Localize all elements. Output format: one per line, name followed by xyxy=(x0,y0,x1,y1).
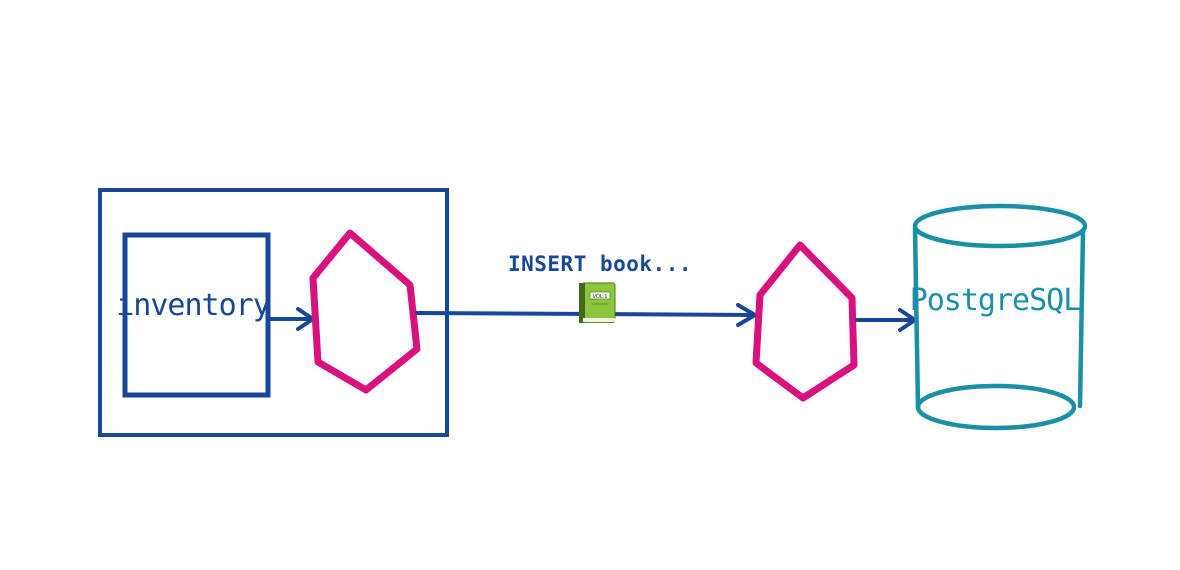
database-label: PostgreSQL xyxy=(910,283,1081,318)
ingress-proxy-hexagon-icon xyxy=(752,241,858,402)
sidecar-proxy-hexagon-icon xyxy=(309,229,421,394)
database-cylinder-icon: PostgreSQL xyxy=(910,203,1088,431)
book-label: VOL.1 xyxy=(593,294,608,300)
arrow-service-to-proxy xyxy=(266,307,315,331)
book-icon: VOL.1 xyxy=(579,282,616,323)
inventory-label: inventory xyxy=(116,288,270,323)
arrow-proxy-to-database xyxy=(855,308,917,332)
message-label: INSERT book... xyxy=(508,252,692,276)
inventory-box xyxy=(122,232,271,398)
inventory-service: inventory xyxy=(116,232,271,398)
